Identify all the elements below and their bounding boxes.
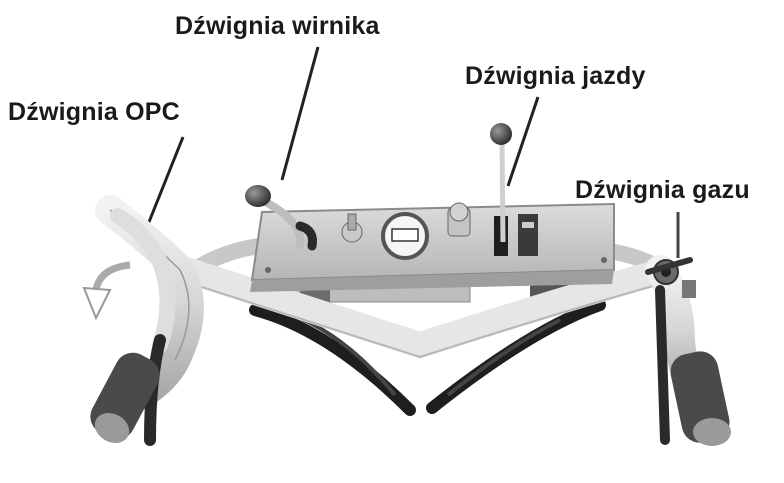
hour-meter-gauge (383, 214, 427, 258)
opc-direction-arrow (84, 265, 130, 318)
rotor-leader-line (282, 47, 318, 180)
right-grip (667, 348, 733, 446)
light-switch[interactable] (448, 203, 470, 236)
control-panel (250, 204, 614, 292)
drive-leader-line (508, 97, 538, 186)
opc-leader-line (145, 137, 183, 232)
